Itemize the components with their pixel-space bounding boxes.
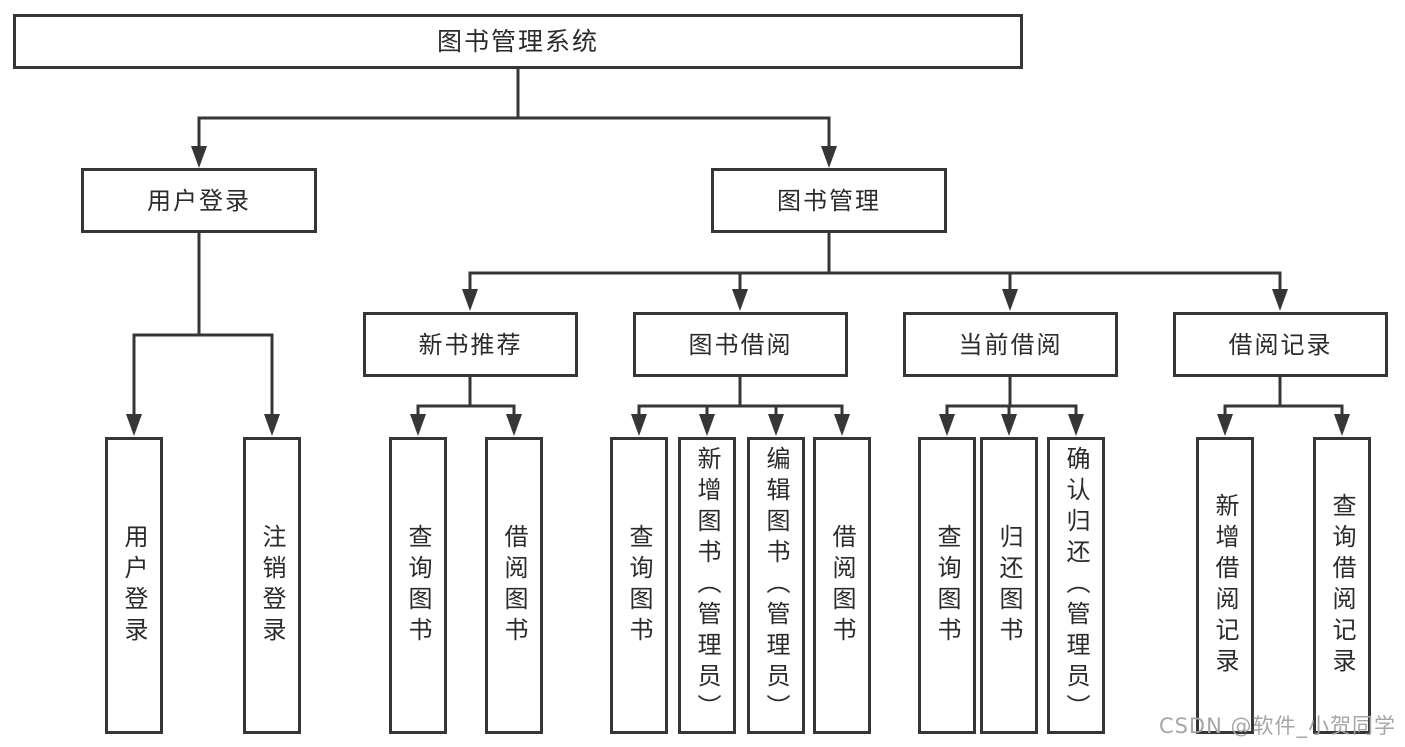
node-borrow-records: 借阅记录 <box>1173 312 1388 377</box>
node-book-management-label: 图书管理 <box>777 186 881 215</box>
leaf-current-confirm-return-label: 确认归还（管理员） <box>1062 446 1090 725</box>
leaf-borrow-borrow-book: 借阅图书 <box>813 437 871 734</box>
leaf-current-return-book: 归还图书 <box>980 437 1038 734</box>
leaf-borrow-add-book: 新增图书（管理员） <box>678 437 736 734</box>
node-user-login: 用户登录 <box>81 168 317 233</box>
leaf-newbook-borrow-book-label: 借阅图书 <box>500 523 528 648</box>
leaf-borrow-edit-book: 编辑图书（管理员） <box>747 437 805 734</box>
leaf-user-login-label: 用户登录 <box>120 523 148 648</box>
leaf-records-add-record: 新增借阅记录 <box>1196 437 1254 734</box>
leaf-logout: 注销登录 <box>243 437 301 734</box>
node-book-borrow-label: 图书借阅 <box>688 330 793 359</box>
leaf-records-query-record: 查询借阅记录 <box>1313 437 1371 734</box>
leaf-borrow-add-book-label: 新增图书（管理员） <box>693 446 721 725</box>
node-current-borrow-label: 当前借阅 <box>958 330 1063 359</box>
node-new-book-recommend: 新书推荐 <box>363 312 578 377</box>
leaf-current-query-book-label: 查询图书 <box>933 523 961 648</box>
leaf-newbook-query-book: 查询图书 <box>389 437 447 734</box>
leaf-borrow-query-book-label: 查询图书 <box>625 523 653 648</box>
leaf-current-return-book-label: 归还图书 <box>995 523 1023 648</box>
leaf-logout-label: 注销登录 <box>258 523 286 648</box>
node-book-borrow: 图书借阅 <box>633 312 848 377</box>
node-borrow-records-label: 借阅记录 <box>1228 330 1333 359</box>
node-current-borrow: 当前借阅 <box>903 312 1118 377</box>
node-root: 图书管理系统 <box>13 14 1023 69</box>
leaf-borrow-edit-book-label: 编辑图书（管理员） <box>762 446 790 725</box>
leaf-current-query-book: 查询图书 <box>918 437 976 734</box>
leaf-records-add-record-label: 新增借阅记录 <box>1211 492 1239 679</box>
node-root-label: 图书管理系统 <box>436 27 599 56</box>
leaf-user-login: 用户登录 <box>105 437 163 734</box>
node-user-login-label: 用户登录 <box>147 186 251 215</box>
leaf-borrow-query-book: 查询图书 <box>610 437 668 734</box>
leaf-current-confirm-return: 确认归还（管理员） <box>1047 437 1105 734</box>
leaf-newbook-borrow-book: 借阅图书 <box>485 437 543 734</box>
node-new-book-recommend-label: 新书推荐 <box>418 330 523 359</box>
leaf-newbook-query-book-label: 查询图书 <box>404 523 432 648</box>
leaf-records-query-record-label: 查询借阅记录 <box>1328 492 1356 679</box>
node-book-management: 图书管理 <box>711 168 947 233</box>
leaf-borrow-borrow-book-label: 借阅图书 <box>828 523 856 648</box>
csdn-watermark: CSDN @软件_小贺同学 <box>1158 714 1396 738</box>
